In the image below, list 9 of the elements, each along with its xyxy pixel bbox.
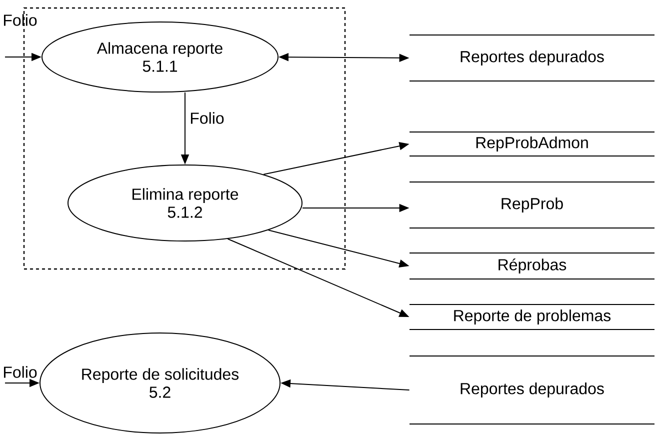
data-store: RepProb [409,182,655,228]
edge-label: Folio [4,366,37,378]
data-store: Reportes depurados [409,34,655,82]
edge-label: Folio [190,112,224,124]
data-store: Reporte de problemas [409,304,655,330]
data-store: Réprobas [409,252,655,280]
data-store: Reportes depurados [409,356,655,424]
edge-label: Folio [4,14,37,26]
data-store: RepProbAdmon [409,132,655,156]
